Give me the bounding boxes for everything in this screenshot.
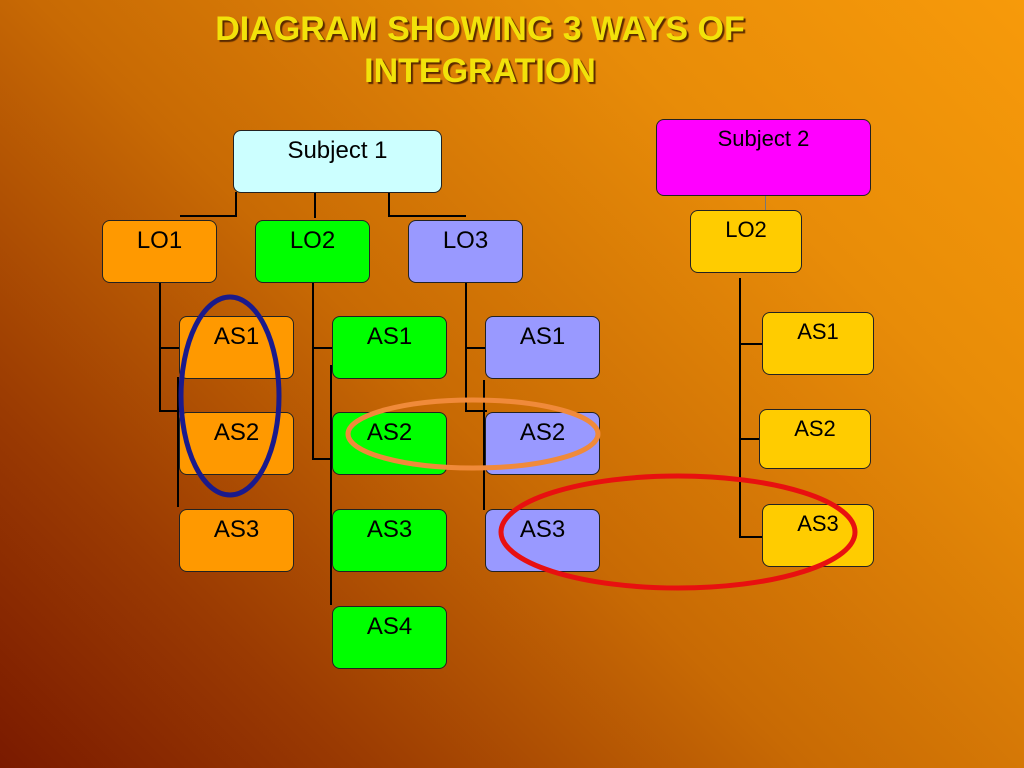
- connector: [159, 410, 181, 412]
- connector: [180, 215, 237, 217]
- connector: [312, 458, 334, 460]
- connector: [330, 365, 332, 605]
- connector: [388, 215, 466, 217]
- connector: [465, 347, 487, 349]
- connector: [739, 343, 763, 345]
- vertical-integration-ring: [178, 294, 282, 498]
- lo3-box: LO3: [408, 220, 523, 283]
- subject-2-box: Subject 2: [656, 119, 871, 196]
- title-line-2: INTEGRATION: [364, 52, 596, 90]
- connector: [312, 347, 334, 349]
- connector: [739, 536, 765, 538]
- lo1-box: LO1: [102, 220, 217, 283]
- connector: [235, 192, 237, 216]
- horizontal-integration-ring: [345, 397, 601, 471]
- lo3-as1-box: AS1: [485, 316, 600, 379]
- connector: [739, 438, 761, 440]
- connector: [765, 196, 766, 210]
- connector: [739, 278, 741, 538]
- lo2-box: LO2: [255, 220, 370, 283]
- page-title: DIAGRAM SHOWING 3 WAYS OF INTEGRATION: [120, 8, 840, 92]
- connector: [159, 347, 181, 349]
- lo1-as3-box: AS3: [179, 509, 294, 572]
- lo2-as4-box: AS4: [332, 606, 447, 669]
- subject-1-box: Subject 1: [233, 130, 442, 193]
- lo2-as1-box: AS1: [332, 316, 447, 379]
- connector: [314, 192, 316, 218]
- subject2-as2-box: AS2: [759, 409, 871, 469]
- connector: [312, 283, 314, 459]
- connector: [483, 380, 485, 510]
- lo2-as3-box: AS3: [332, 509, 447, 572]
- cross-subject-integration-ring: [498, 473, 858, 591]
- connector: [465, 410, 487, 412]
- subject2-lo2-box: LO2: [690, 210, 802, 273]
- connector: [177, 377, 179, 507]
- title-line-1: DIAGRAM SHOWING 3 WAYS OF: [215, 10, 745, 48]
- subject2-as1-box: AS1: [762, 312, 874, 375]
- connector: [388, 192, 390, 216]
